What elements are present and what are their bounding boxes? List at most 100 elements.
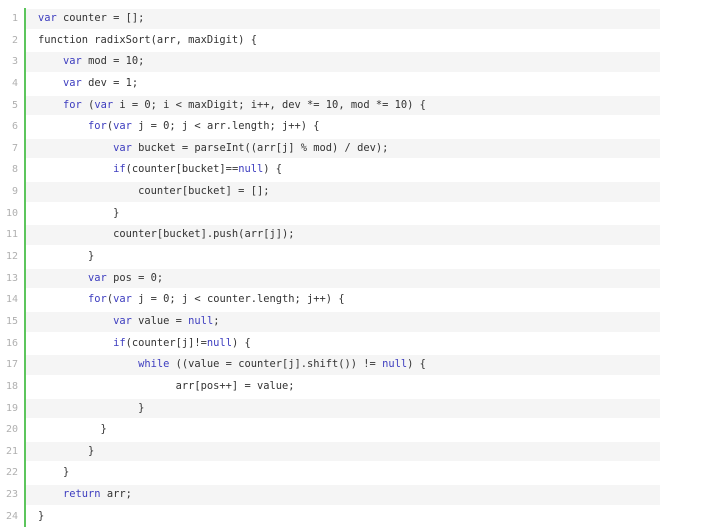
code-token [38, 315, 113, 327]
line-number: 12 [5, 251, 18, 263]
line-number: 17 [5, 359, 18, 371]
gutter-bar [24, 137, 26, 160]
keyword-token: null [382, 358, 408, 371]
code-token: } [38, 444, 95, 457]
gutter-bar [24, 354, 26, 376]
code-token: ((value = counter[j].shift()) != [169, 358, 383, 371]
gutter-bar [24, 94, 26, 117]
code-text[interactable]: var pos = 0; [26, 268, 660, 289]
code-token: ( [81, 98, 95, 111]
code-token: ( [106, 120, 114, 133]
code-text[interactable]: var bucket = parseInt((arr[j] % mod) / d… [26, 138, 660, 159]
keyword-token: var [94, 98, 114, 111]
code-line: 5 for (var i = 0; i < maxDigit; i++, dev… [0, 94, 660, 117]
code-token [38, 163, 113, 175]
code-token: ) { [407, 358, 426, 371]
code-token: j = 0; j < arr.length; j++) { [131, 120, 320, 133]
gutter-bar [24, 375, 26, 398]
code-line: 3 var mod = 10; [0, 51, 660, 73]
keyword-token: null [188, 314, 214, 327]
code-line: 13 var pos = 0; [0, 267, 660, 290]
line-number: 16 [5, 337, 18, 349]
code-line: 18 arr[pos++] = value; [0, 375, 660, 398]
gutter-bar [24, 310, 26, 333]
code-token: arr; [100, 488, 132, 501]
code-text[interactable]: if(counter[j]!=null) { [26, 334, 660, 354]
gutter-bar [24, 116, 26, 138]
keyword-token: null [206, 336, 232, 349]
code-token: ) { [263, 163, 283, 176]
code-token: bucket = parseInt((arr[j] % mod) / dev); [131, 141, 389, 154]
line-number: 22 [5, 467, 18, 479]
keyword-token: var [63, 55, 82, 68]
code-text[interactable]: counter[bucket].push(arr[j]); [26, 225, 660, 246]
code-line: 11 counter[bucket].push(arr[j]); [0, 224, 660, 247]
line-number: 6 [11, 121, 18, 133]
code-text[interactable]: while ((value = counter[j].shift()) != n… [26, 355, 660, 375]
code-text[interactable]: counter[bucket] = []; [26, 182, 660, 202]
code-token: ) { [231, 336, 251, 349]
line-number: 15 [5, 315, 18, 327]
gutter-bar [24, 397, 26, 420]
code-line: 14 for(var j = 0; j < counter.length; j+… [0, 289, 660, 311]
line-number: 2 [11, 34, 18, 46]
keyword-token: if [113, 336, 126, 349]
keyword-token: var [38, 12, 57, 24]
code-token: counter = []; [56, 12, 145, 24]
code-line: 17 while ((value = counter[j].shift()) !… [0, 354, 660, 376]
code-token: function radixSort(arr, maxDigit) { [38, 33, 257, 46]
code-line: 12 } [0, 246, 660, 268]
code-token [38, 99, 63, 111]
code-line: 21 } [0, 440, 660, 463]
keyword-token: for [88, 120, 107, 133]
code-text[interactable]: return arr; [26, 485, 660, 505]
code-text[interactable]: } [26, 463, 660, 483]
code-line: 20 } [0, 419, 660, 441]
code-text[interactable]: if(counter[bucket]==null) { [26, 160, 660, 180]
gutter-bar [24, 267, 26, 290]
line-number: 4 [11, 77, 18, 89]
gutter-bar [24, 181, 26, 203]
code-text[interactable]: } [26, 420, 660, 440]
code-text[interactable]: arr[pos++] = value; [26, 377, 660, 397]
code-line: 22 } [0, 462, 660, 485]
code-text[interactable]: } [26, 507, 660, 527]
code-token: } [38, 401, 145, 414]
gutter-bar [24, 246, 26, 268]
keyword-token: var [113, 120, 132, 133]
code-text[interactable]: var counter = []; [26, 9, 660, 29]
code-line: 10 } [0, 202, 660, 225]
gutter-bar [24, 202, 26, 225]
code-token [38, 77, 63, 89]
code-token: } [38, 466, 70, 479]
code-text[interactable]: var dev = 1; [26, 74, 660, 94]
line-number: 19 [5, 402, 18, 414]
code-text[interactable]: var mod = 10; [26, 52, 660, 72]
code-token: (counter[bucket]== [125, 163, 239, 176]
code-text[interactable]: function radixSort(arr, maxDigit) { [26, 31, 660, 51]
code-token [38, 120, 88, 132]
code-text[interactable]: for(var j = 0; j < arr.length; j++) { [26, 117, 660, 137]
code-text[interactable]: } [26, 204, 660, 224]
code-line: 24} [0, 505, 660, 528]
keyword-token: var [113, 141, 132, 154]
gutter-bar [24, 419, 26, 441]
code-token: } [38, 509, 45, 522]
code-text[interactable]: } [26, 398, 660, 419]
keyword-token: while [138, 358, 170, 371]
code-text[interactable]: } [26, 441, 660, 462]
code-text[interactable]: for (var i = 0; i < maxDigit; i++, dev *… [26, 95, 660, 116]
code-text[interactable]: for(var j = 0; j < counter.length; j++) … [26, 290, 660, 310]
line-number: 18 [5, 380, 18, 392]
code-line: 7 var bucket = parseInt((arr[j] % mod) /… [0, 137, 660, 160]
gutter-bar [24, 29, 26, 52]
line-number: 8 [11, 164, 18, 176]
line-number: 21 [5, 445, 18, 457]
code-text[interactable]: var value = null; [26, 311, 660, 332]
code-text[interactable]: } [26, 247, 660, 267]
code-line: 6 for(var j = 0; j < arr.length; j++) { [0, 116, 660, 138]
gutter-bar [24, 484, 26, 506]
code-token: j = 0; j < counter.length; j++) { [131, 293, 345, 306]
